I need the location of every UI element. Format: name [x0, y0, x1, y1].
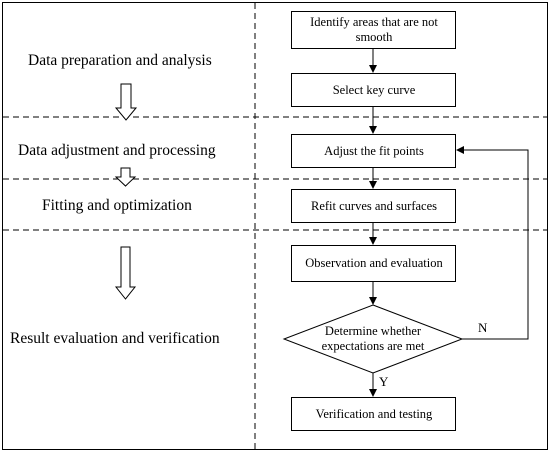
- step-box: [291, 134, 456, 168]
- hollow-down-arrow: [114, 83, 138, 121]
- hollow-down-arrow: [114, 167, 137, 187]
- step-box: [291, 189, 456, 223]
- step-box: [291, 397, 456, 431]
- step-observation: Observation and evaluation: [305, 256, 443, 270]
- feedback-arrow: [456, 146, 529, 340]
- step-refit-curves: Refit curves and surfaces: [311, 199, 437, 213]
- step-select-key-curve: Select key curve: [332, 83, 416, 97]
- stage-label-evaluation: Result evaluation and verification: [10, 330, 220, 347]
- step-identify-areas: Identify areas that are not smooth: [310, 15, 438, 44]
- step-box: [291, 11, 456, 49]
- step-box: [291, 73, 456, 107]
- step-box: [291, 245, 456, 282]
- hollow-down-arrow: [114, 246, 137, 300]
- branch-no-label: N: [478, 320, 488, 335]
- stage-label-fitting: Fitting and optimization: [42, 197, 192, 214]
- stage-label-preparation: Data preparation and analysis: [28, 52, 212, 69]
- step-verification: Verification and testing: [315, 407, 433, 421]
- decision-label: Determine whether expectations are met: [321, 324, 425, 353]
- stage-label-adjustment: Data adjustment and processing: [18, 142, 216, 159]
- step-adjust-fit-points: Adjust the fit points: [324, 144, 424, 158]
- branch-yes-label: Y: [379, 374, 389, 389]
